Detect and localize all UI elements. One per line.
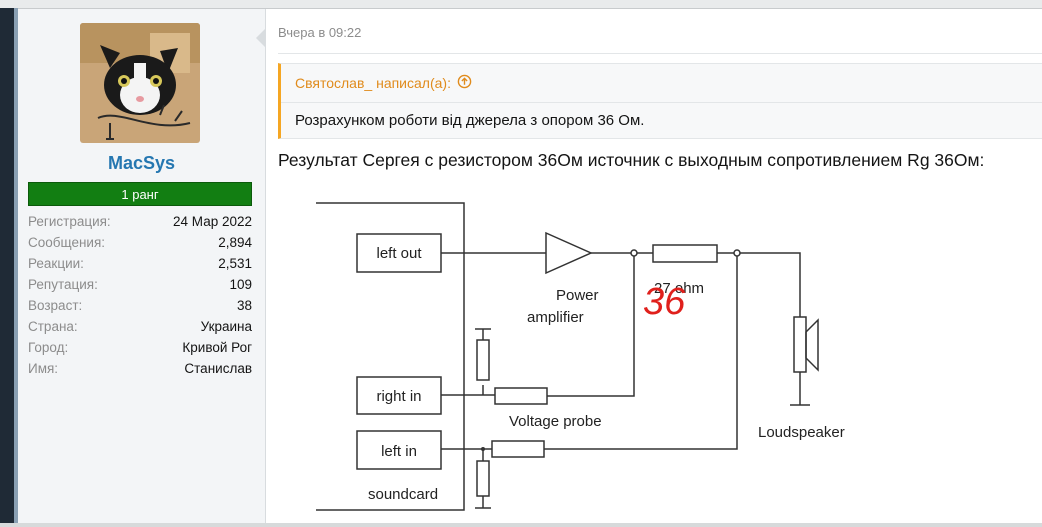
power-amplifier-symbol: [545, 231, 593, 275]
stat-reactions: Реакции:2,531: [28, 256, 252, 271]
window-left-edge: [0, 8, 18, 523]
label-amplifier: amplifier: [527, 309, 584, 326]
label-left-out: left out: [376, 245, 422, 262]
quote-header[interactable]: Святослав_ написал(а):: [295, 74, 472, 92]
soundcard-box-outline: [316, 202, 465, 511]
username-link[interactable]: MacSys: [107, 153, 176, 173]
post-timestamp[interactable]: Вчера в 09:22: [278, 25, 362, 40]
post-content: Вчера в 09:22 Святослав_ написал(а): Роз…: [266, 9, 1042, 523]
label-left-in: left in: [381, 443, 417, 460]
browser-top-strip: [0, 0, 1042, 9]
stat-name: Имя:Станислав: [28, 361, 252, 376]
quote-block: Святослав_ написал(а): Розрахунком робот…: [278, 63, 1042, 139]
user-stats: Регистрация:24 Мар 2022 Сообщения:2,894 …: [28, 211, 252, 379]
stat-registration: Регистрация:24 Мар 2022: [28, 214, 252, 229]
probe-shunt-top: [476, 339, 490, 381]
handwritten-36: 36: [643, 281, 686, 323]
label-loudspeaker: Loudspeaker: [758, 424, 845, 441]
stat-country: Страна:Украина: [28, 319, 252, 334]
cat-avatar-image: [80, 23, 200, 143]
jump-to-quote-icon[interactable]: [457, 74, 472, 92]
left-probe-resistor: [491, 440, 545, 458]
label-soundcard: soundcard: [368, 486, 438, 503]
probe-shunt-bottom: [476, 460, 490, 497]
quote-separator: [281, 102, 1042, 103]
window-left-edge-highlight: [14, 8, 18, 523]
post-body-text: Результат Сергея с резистором 36Ом источ…: [278, 150, 985, 170]
quote-author[interactable]: Святослав_ написал(а):: [295, 75, 451, 91]
left-in-box: [356, 430, 442, 470]
post-header-divider: [278, 53, 1042, 54]
label-resistor: 27 ohm: [654, 280, 704, 297]
post-pointer-border: [256, 28, 266, 48]
rank-badge: 1 ранг: [28, 182, 252, 206]
stat-city: Город:Кривой Рог: [28, 340, 252, 355]
voltage-probe-resistor: [494, 387, 548, 405]
quote-text: Розрахунком роботи від джерела з опором …: [295, 112, 645, 129]
stat-reputation: Репутация:109: [28, 277, 252, 292]
series-resistor: [652, 244, 718, 263]
label-voltage-probe: Voltage probe: [509, 413, 602, 430]
label-right-in: right in: [376, 388, 421, 405]
stat-age: Возраст:38: [28, 298, 252, 313]
circuit-diagram-image[interactable]: left out right in left in soundcard Powe…: [306, 192, 906, 522]
stat-messages: Сообщения:2,894: [28, 235, 252, 250]
label-power: Power: [556, 287, 599, 304]
loudspeaker-symbol: [793, 316, 807, 373]
avatar[interactable]: [80, 23, 200, 143]
user-info-panel: MacSys 1 ранг Регистрация:24 Мар 2022 Со…: [18, 9, 266, 523]
